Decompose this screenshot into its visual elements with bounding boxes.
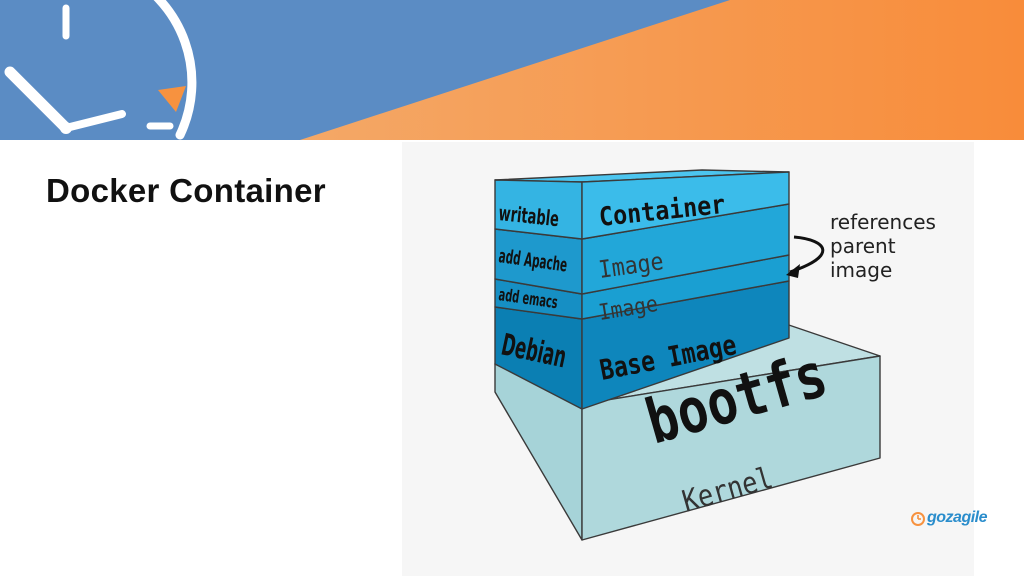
slide-title: Docker Container bbox=[46, 172, 326, 209]
references-arrow bbox=[786, 235, 825, 278]
docker-layers-diagram: writable add Apache add emacs Debian Con… bbox=[402, 142, 974, 576]
banner-graphic bbox=[0, 0, 1024, 140]
docker-layers-svg: writable add Apache add emacs Debian Con… bbox=[494, 169, 936, 541]
annotation-line-2: parent bbox=[830, 234, 896, 258]
container-layer-front bbox=[581, 171, 790, 240]
logo-clock-icon bbox=[911, 512, 925, 526]
annotation-line-1: references bbox=[830, 210, 936, 234]
kernel-front-face bbox=[581, 355, 881, 541]
clock-icon bbox=[4, 0, 197, 140]
annotation-line-3: image bbox=[830, 258, 892, 282]
logo-text: gozagile bbox=[927, 509, 988, 526]
header-banner bbox=[0, 0, 1024, 140]
gozagile-logo: gozagile bbox=[910, 506, 988, 530]
